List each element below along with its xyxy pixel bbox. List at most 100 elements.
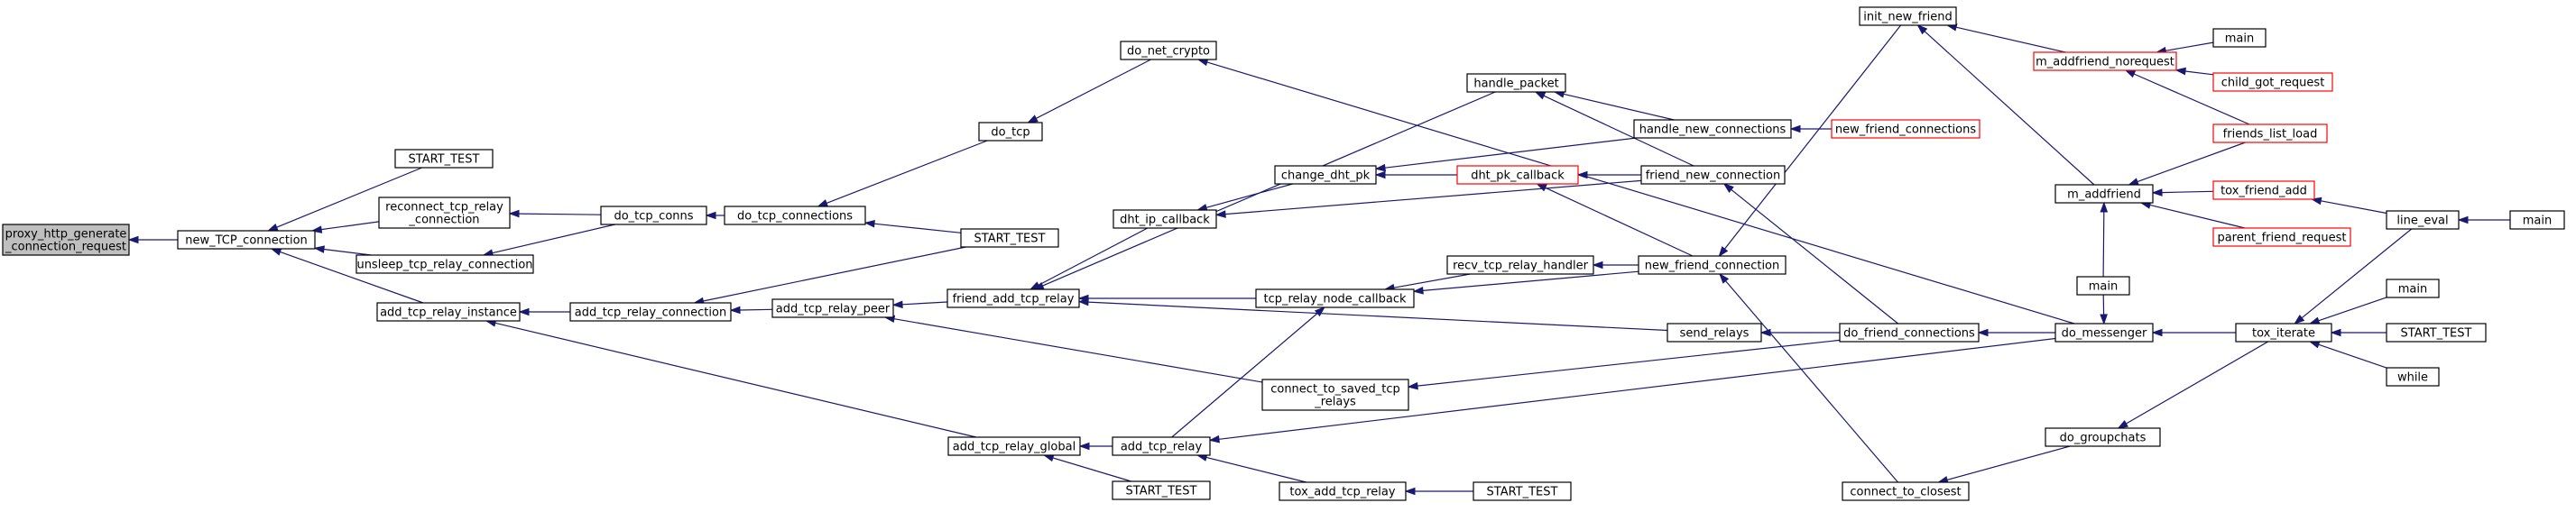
edge-arrowhead (1916, 24, 1928, 35)
node-tox-iterate[interactable]: tox_iterate (2235, 323, 2332, 343)
edge-arrowhead (1722, 183, 1734, 193)
node-main-4[interactable]: main (2509, 210, 2565, 230)
node-add-tcp-relay-connection[interactable]: add_tcp_relay_connection (569, 302, 732, 322)
node-label: handle_packet (1473, 78, 1558, 91)
node-add-tcp-relay-instance[interactable]: add_tcp_relay_instance (376, 302, 521, 322)
edge-do-net-crypto-to-do-tcp (1027, 59, 1151, 123)
node-box (1638, 255, 1787, 275)
edge-new-friend-connections-to-handle-new-connections (1789, 124, 1832, 133)
edge-line (1955, 26, 2066, 53)
node-new-friend-connections[interactable]: new_friend_connections (1831, 119, 1980, 139)
edge-line (1543, 95, 1694, 167)
edge-arrowhead (1404, 487, 1416, 496)
node-send-relays[interactable]: send_relays (1667, 323, 1762, 343)
node-init-new-friend[interactable]: init_new_friend (1859, 6, 1957, 26)
node-label: main (2089, 280, 2118, 294)
edge-arrowhead (1374, 170, 1386, 179)
node-while[interactable]: while (2386, 367, 2440, 387)
edge-line (1052, 457, 1131, 482)
edge-line (2133, 73, 2250, 125)
edge-tcp-relay-node-callback-to-friend-add-tcp-relay (1077, 294, 1256, 303)
node-do-net-crypto[interactable]: do_net_crypto (1120, 41, 1217, 60)
edge-add-tcp-relay-to-add-tcp-relay-global (1078, 442, 1113, 451)
edge-arrowhead (1576, 170, 1588, 179)
node-start-test-2[interactable]: START_TEST (960, 228, 1059, 248)
edge-start-test-3-to-add-tcp-relay-global (1042, 453, 1131, 482)
node-box (1473, 481, 1572, 501)
node-main-2[interactable]: main (2076, 276, 2130, 296)
edge-arrowhead (2457, 215, 2469, 224)
node-parent-friend-request[interactable]: parent_friend_request (2212, 227, 2351, 247)
edge-do-tcp-connections-to-do-tcp-conns (705, 211, 725, 220)
edge-arrowhead (1759, 328, 1771, 337)
node-label: m_addfriend (2067, 188, 2141, 202)
node-add-tcp-relay-global[interactable]: add_tcp_relay_global (947, 436, 1081, 456)
node-label: START_TEST (974, 233, 1046, 246)
node-start-test-4[interactable]: START_TEST (1473, 481, 1572, 501)
node-add-tcp-relay-peer[interactable]: add_tcp_relay_peer (771, 298, 894, 318)
edge-do-friend-connections-to-friend-new-connection (1722, 183, 1898, 325)
node-start-test-1[interactable]: START_TEST (394, 149, 494, 169)
node-dht-pk-callback[interactable]: dht_pk_callback (1456, 165, 1579, 185)
node-new-tcp[interactable]: new_TCP_connection (177, 230, 316, 250)
edge-arrowhead (2128, 178, 2139, 186)
edge-line (873, 223, 962, 233)
node-new-friend-connection[interactable]: new_friend_connection (1638, 255, 1787, 275)
edge-line (2184, 70, 2214, 76)
node-do-groupchats[interactable]: do_groupchats (2045, 427, 2161, 447)
node-main-1[interactable]: main (2212, 28, 2267, 48)
node-m-addfriend[interactable]: m_addfriend (2054, 184, 2154, 204)
node-main-3[interactable]: main (2386, 279, 2440, 298)
node-label: START_TEST (2401, 327, 2472, 341)
node-child-got-request[interactable]: child_got_request (2212, 72, 2333, 92)
node-tox-add-tcp-relay[interactable]: tox_add_tcp_relay (1279, 481, 1407, 501)
node-do-tcp-connections[interactable]: do_tcp_connections (724, 206, 866, 225)
node-friends-list-load[interactable]: friends_list_load (2212, 123, 2328, 143)
node-friend-new-connection[interactable]: friend_new_connection (1640, 165, 1786, 185)
node-m-addfriend-norequest[interactable]: m_addfriend_norequest (2033, 51, 2177, 71)
node-friend-add-tcp-relay[interactable]: friend_add_tcp_relay (946, 288, 1080, 308)
node-tcp-relay-node-callback[interactable]: tcp_relay_node_callback (1255, 288, 1415, 308)
edge-arrowhead (2151, 328, 2163, 337)
node-box (1279, 481, 1407, 501)
node-label: friend_new_connection (1646, 169, 1781, 183)
node-label: do_tcp_conns (614, 210, 693, 224)
node-root[interactable]: proxy_http_generate_connection_request (2, 224, 130, 256)
edge-arrowhead (1078, 442, 1090, 451)
node-do-friend-connections[interactable]: do_friend_connections (1839, 323, 1980, 343)
node-handle-new-connections[interactable]: handle_new_connections (1633, 119, 1792, 139)
node-do-tcp[interactable]: do_tcp (978, 122, 1043, 142)
node-recv-tcp-relay-handler[interactable]: recv_tcp_relay_handler (1446, 255, 1594, 275)
node-dht-ip-callback[interactable]: dht_ip_callback (1113, 209, 1217, 229)
edge-parent-friend-request-to-m-addfriend (2139, 201, 2246, 229)
node-connect-to-saved[interactable]: connect_to_saved_tcp_relays (1261, 379, 1409, 411)
edge-line (1725, 280, 1898, 483)
edge-tox-iterate-to-do-messenger (2151, 328, 2236, 337)
node-box (1446, 255, 1594, 275)
edge-line (893, 318, 1263, 383)
node-tox-friend-add[interactable]: tox_friend_add (2212, 180, 2315, 200)
node-reconnect[interactable]: reconnect_tcp_relay_connection (378, 197, 511, 229)
node-start-test-5[interactable]: START_TEST (2386, 323, 2487, 343)
node-connect-to-closest[interactable]: connect_to_closest (1842, 481, 1970, 501)
node-box (2509, 210, 2565, 230)
node-do-tcp-conns[interactable]: do_tcp_conns (600, 206, 707, 225)
node-do-messenger[interactable]: do_messenger (2054, 323, 2154, 343)
edge-add-tcp-relay-global-to-add-tcp-relay-instance (485, 319, 977, 438)
node-box (1261, 379, 1409, 411)
node-line-eval[interactable]: line_eval (2386, 210, 2460, 230)
node-unsleep[interactable]: unsleep_tcp_relay_connection (355, 254, 534, 274)
node-label: START_TEST (409, 153, 480, 167)
node-add-tcp-relay[interactable]: add_tcp_relay (1112, 436, 1211, 456)
node-label: add_tcp_relay_connection (575, 306, 726, 320)
edge-handle-new-connections-to-change-dht-pk (1374, 137, 1637, 172)
edge-add-tcp-relay-connection-to-add-tcp-relay-instance (518, 307, 570, 316)
node-box (394, 149, 494, 169)
node-start-test-3[interactable]: START_TEST (1112, 480, 1211, 500)
node-handle-packet[interactable]: handle_packet (1466, 73, 1566, 93)
edge-arrowhead (2308, 316, 2321, 325)
edge-line (1042, 91, 1496, 287)
node-label: proxy_http_generate (5, 228, 127, 242)
node-change-dht-pk[interactable]: change_dht_pk (1274, 165, 1377, 185)
edge-line (1422, 270, 1639, 291)
